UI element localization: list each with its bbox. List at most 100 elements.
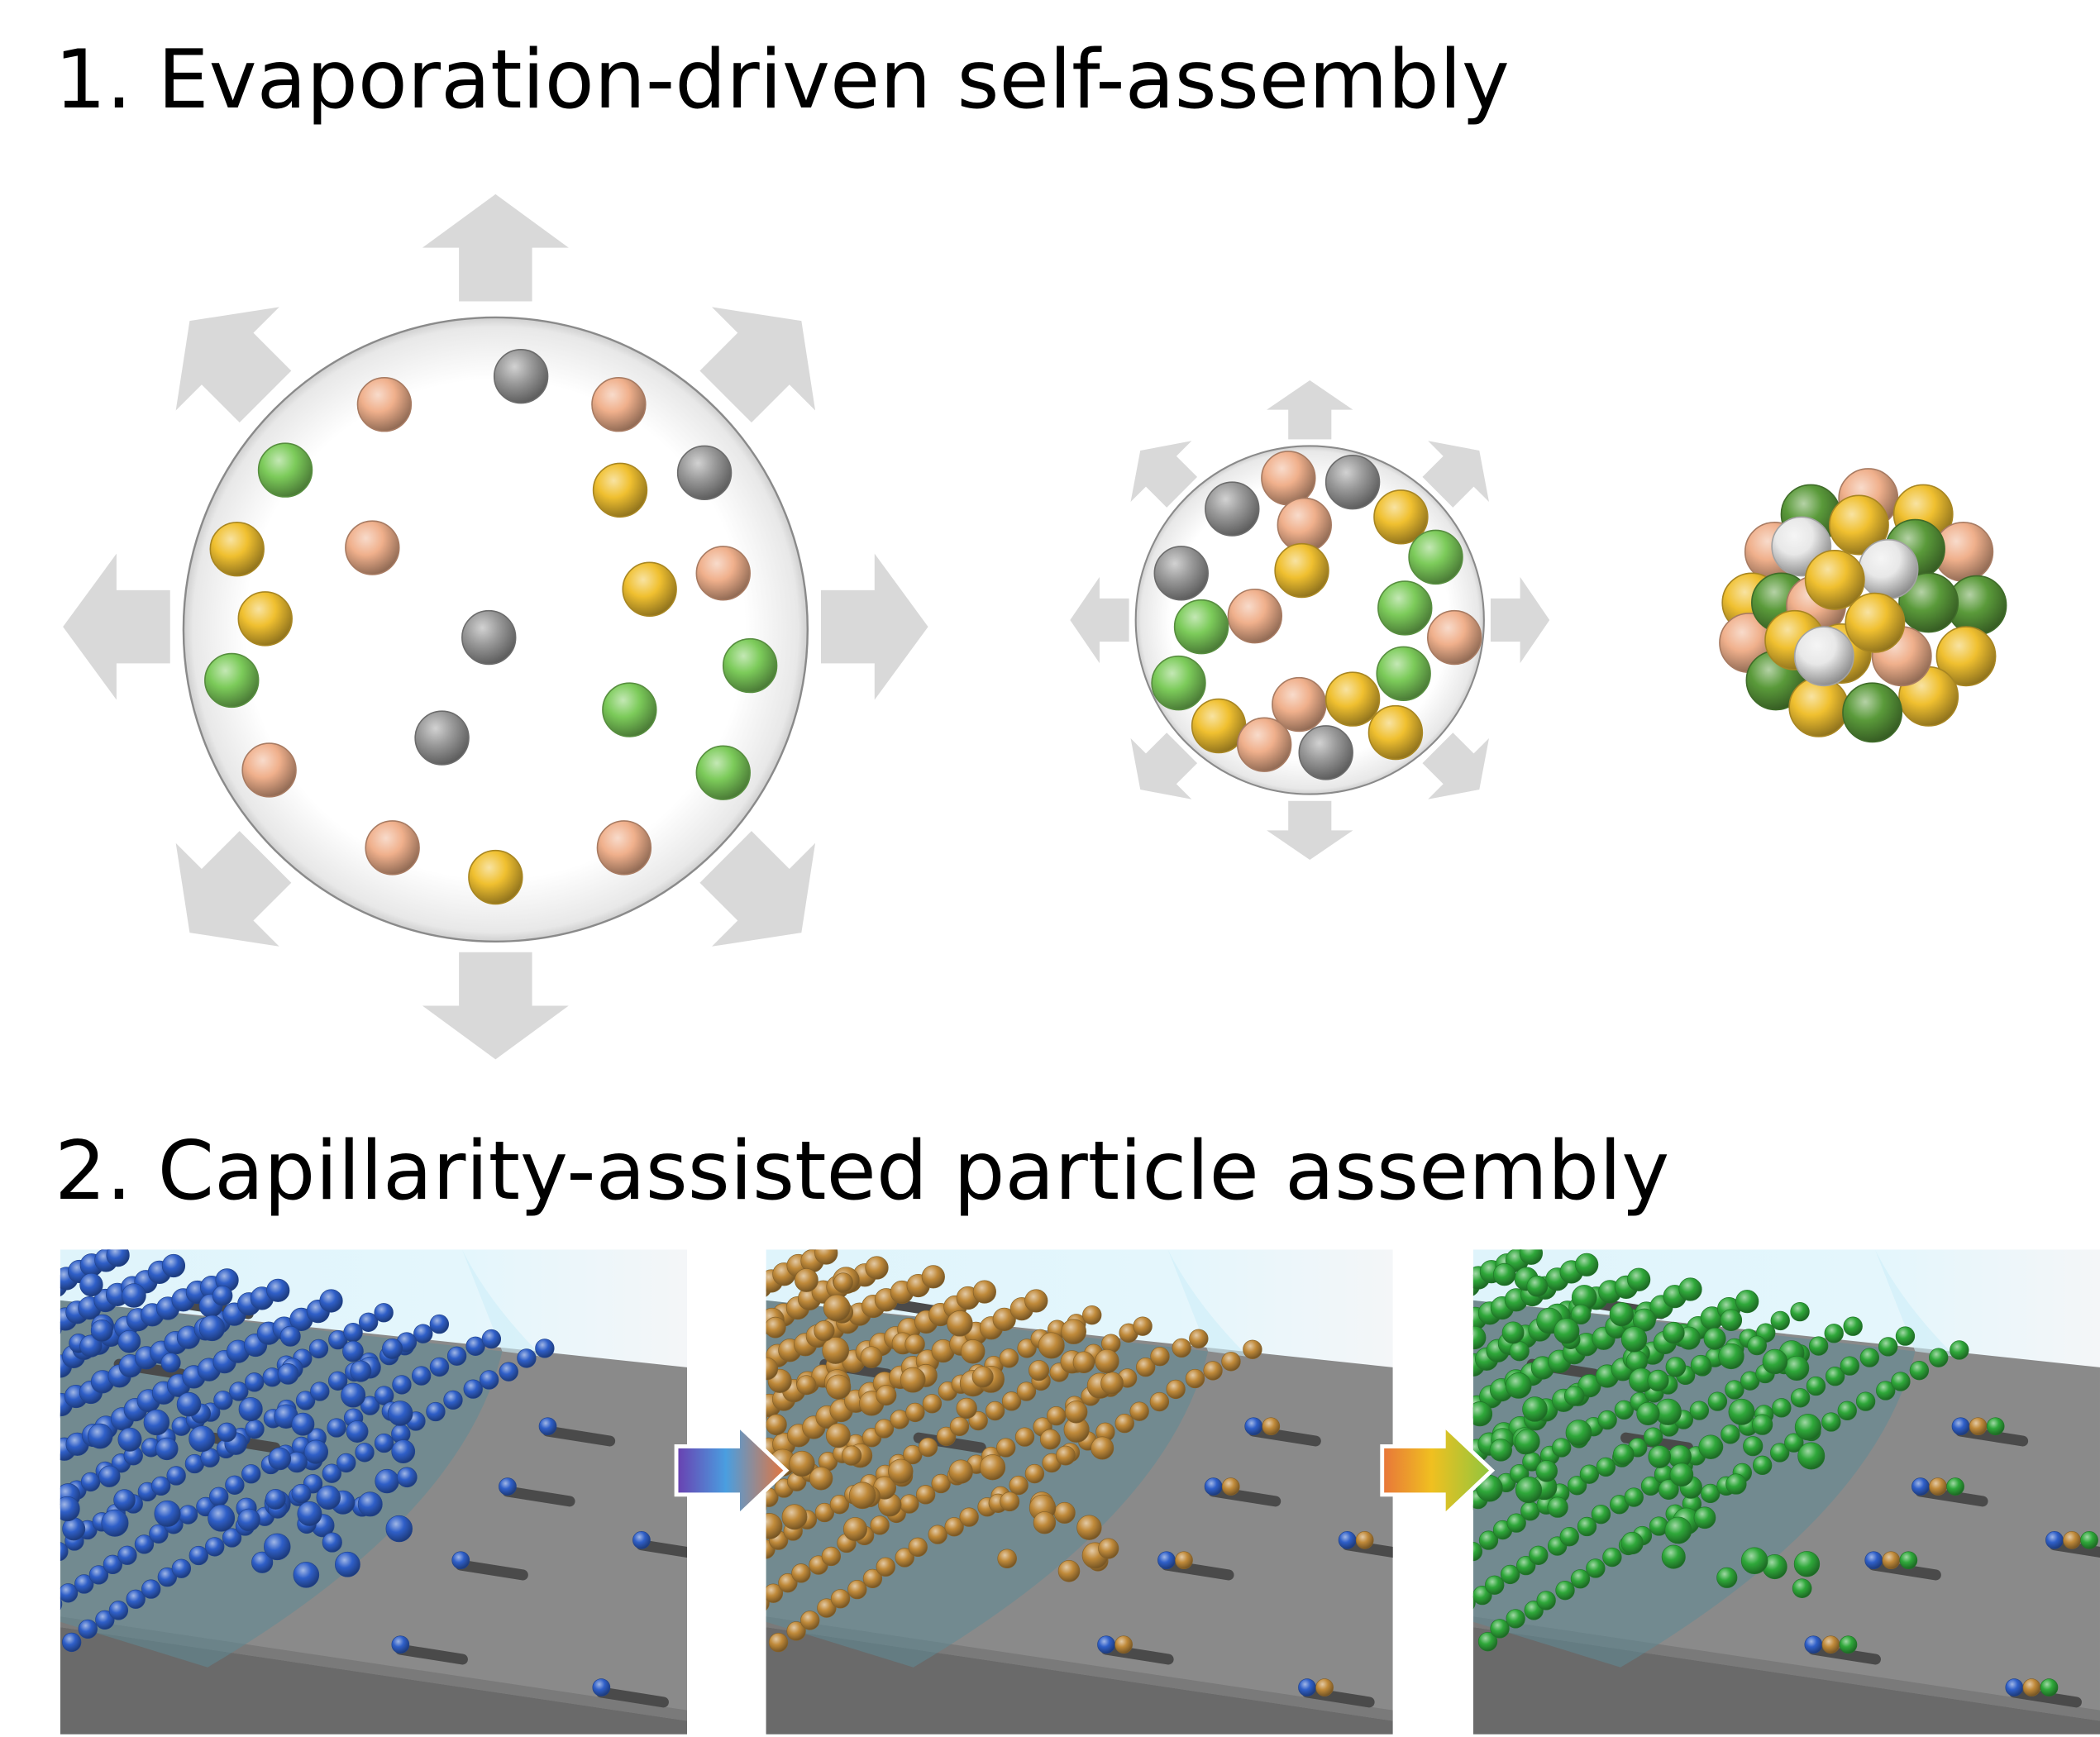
assembled-particle: [1591, 1505, 1611, 1525]
shrinking-droplet: [1070, 380, 1550, 860]
assembled-particle: [103, 1554, 123, 1575]
assembled-particle: [327, 1371, 348, 1391]
particle-grey: [461, 609, 517, 666]
trapped-particle: [391, 1635, 410, 1654]
loose-particle: [842, 1517, 867, 1542]
trapped-particle: [592, 1678, 611, 1696]
particle-green: [1377, 580, 1433, 636]
loose-particle: [122, 1283, 146, 1308]
assembled-particle: [465, 1336, 485, 1356]
trapped-particle: [1864, 1551, 1883, 1570]
loose-particle: [1091, 1436, 1114, 1460]
assembled-particle: [481, 1329, 502, 1349]
loose-particle: [1526, 1275, 1549, 1297]
particle-peach: [345, 520, 400, 575]
assembled-particle: [1567, 1476, 1587, 1496]
assembled-particle: [426, 1401, 446, 1422]
particle-green: [1376, 646, 1431, 702]
loose-particle: [1000, 1491, 1020, 1512]
assembled-particle: [1770, 1310, 1790, 1331]
evaporation-arrow-icon: [1267, 800, 1353, 860]
loose-particle: [113, 1489, 136, 1511]
assembled-particle: [1855, 1391, 1876, 1411]
process-arrow-icon: [1380, 1420, 1496, 1521]
loose-particle: [1784, 1355, 1810, 1381]
particle-grey: [414, 710, 470, 766]
trapped-particle: [1175, 1551, 1193, 1570]
assembled-particle: [1001, 1391, 1022, 1411]
assembled-particle: [1016, 1381, 1037, 1401]
assembled-particle: [245, 1372, 265, 1392]
trapped-particle: [1355, 1531, 1374, 1549]
loose-particle: [277, 1363, 299, 1385]
assembled-particle: [1825, 1367, 1845, 1386]
assembled-particle: [241, 1464, 261, 1484]
assembled-particle: [1821, 1412, 1841, 1432]
assembled-particle: [1017, 1339, 1037, 1358]
assembled-particle: [1536, 1591, 1556, 1611]
loose-particle: [1663, 1321, 1685, 1344]
assembled-particle: [985, 1401, 1005, 1421]
assembled-particle: [817, 1598, 837, 1618]
loose-particle: [303, 1439, 329, 1464]
assembled-particle: [295, 1391, 316, 1410]
evaporation-arrow-icon: [1422, 441, 1489, 508]
loose-particle: [956, 1397, 977, 1420]
loose-particle: [1665, 1357, 1687, 1377]
assembled-particle: [1840, 1356, 1859, 1376]
assembled-particle: [1950, 1340, 1969, 1360]
evaporation-illustration: [63, 193, 2007, 1060]
loose-particle: [1072, 1351, 1095, 1374]
assembled-particle: [1843, 1316, 1863, 1336]
trapped-particle: [1221, 1477, 1240, 1496]
evaporation-arrow-icon: [422, 193, 569, 302]
assembly-panel-2: [766, 1249, 1393, 1735]
assembled-particle: [1009, 1475, 1029, 1496]
assembled-particle: [1770, 1443, 1790, 1463]
assembled-particle: [141, 1579, 161, 1599]
assembled-particle: [225, 1475, 245, 1495]
loose-particle: [291, 1483, 312, 1504]
assembled-particle: [95, 1610, 115, 1630]
assembled-particle: [499, 1362, 518, 1381]
assembled-particle: [443, 1390, 463, 1410]
loose-particle: [1563, 1386, 1585, 1406]
loose-particle: [176, 1391, 202, 1417]
loose-particle: [357, 1491, 383, 1517]
particle-yellow: [1367, 704, 1424, 761]
assembled-particle: [308, 1339, 329, 1359]
assembled-particle: [1784, 1433, 1804, 1453]
assembled-particle: [1129, 1401, 1149, 1421]
assembled-particle: [359, 1312, 379, 1332]
loose-particle: [960, 1339, 986, 1364]
particle-white: [1793, 626, 1854, 687]
loose-particle: [293, 1562, 320, 1588]
loose-particle: [796, 1375, 817, 1396]
assembled-particle: [1876, 1381, 1896, 1401]
assembled-particle: [327, 1418, 346, 1438]
loose-particle: [1056, 1445, 1076, 1466]
assembled-particle: [60, 1321, 62, 1334]
loose-particle: [1747, 1335, 1767, 1356]
loose-particle: [825, 1423, 851, 1448]
assembled-particle: [166, 1466, 186, 1486]
assembled-particle: [1555, 1581, 1575, 1601]
particle-yellow: [592, 462, 648, 518]
loose-particle: [387, 1401, 413, 1426]
loose-particle: [1612, 1444, 1635, 1466]
evaporation-arrow-icon: [699, 307, 816, 423]
assembled-particle: [149, 1524, 169, 1544]
assembled-particle: [1689, 1401, 1710, 1420]
particle-peach: [241, 742, 297, 798]
loose-particle: [1716, 1567, 1738, 1588]
assembled-particle: [865, 1256, 889, 1280]
loose-particle: [79, 1272, 103, 1297]
assembled-particle: [126, 1589, 146, 1609]
assembled-particle: [1477, 1632, 1498, 1652]
trapped-particle: [2040, 1678, 2059, 1696]
assembled-particle: [1596, 1457, 1616, 1477]
particle-green: [695, 745, 751, 800]
trap-slot: [636, 1539, 688, 1561]
assembled-particle: [959, 1507, 979, 1527]
assembled-particle: [205, 1537, 225, 1557]
